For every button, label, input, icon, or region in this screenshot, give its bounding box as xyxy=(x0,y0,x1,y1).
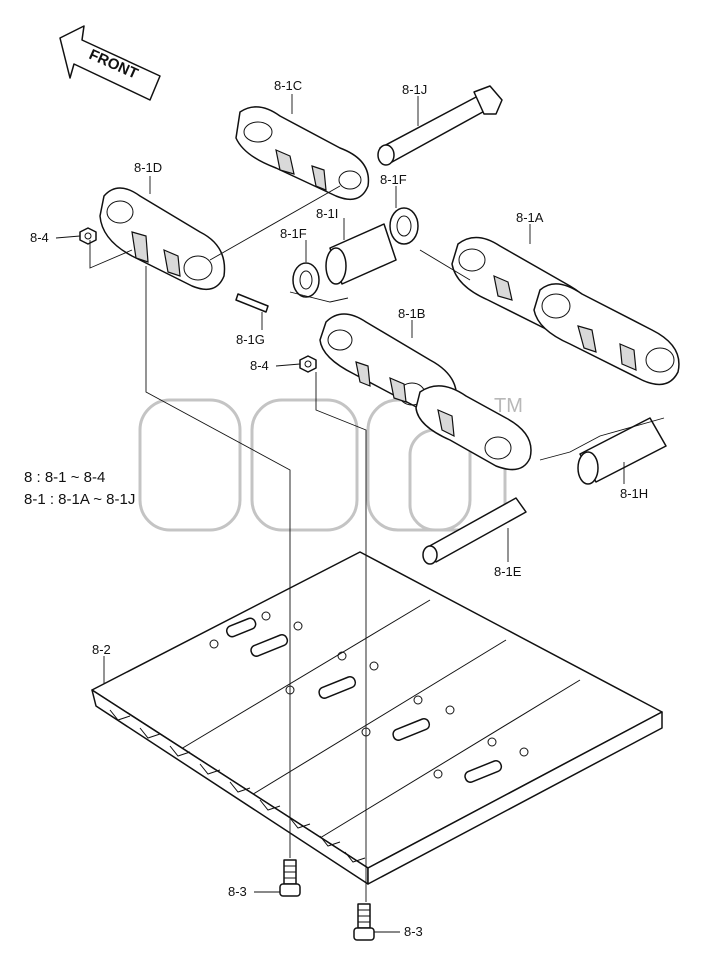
callout-8-1F-top: 8-1F xyxy=(380,172,407,187)
pin-8-1G xyxy=(235,293,269,313)
callout-8-1B: 8-1B xyxy=(398,306,425,321)
seal-8-1F-top xyxy=(389,207,419,245)
bolt-8-3-left xyxy=(279,859,301,897)
link-8-1A xyxy=(451,236,680,386)
callout-8-1G: 8-1G xyxy=(236,332,265,347)
grouser-teeth xyxy=(109,709,366,863)
bolt-8-3-right xyxy=(353,903,375,941)
link-8-1B xyxy=(319,313,532,471)
callout-8-4-top: 8-4 xyxy=(30,230,49,245)
pin-8-1E xyxy=(422,497,527,565)
callout-8-1I: 8-1I xyxy=(316,206,338,221)
callout-8-3-left: 8-3 xyxy=(228,884,247,899)
bushing-8-1H xyxy=(577,417,667,485)
callout-8-3-right: 8-3 xyxy=(404,924,423,939)
watermark-tm: TM xyxy=(494,395,523,417)
legend-line-1: 8 : 8-1 ~ 8-4 xyxy=(24,469,105,486)
callout-8-2: 8-2 xyxy=(92,642,111,657)
leader-lines xyxy=(55,94,665,933)
callout-8-1J: 8-1J xyxy=(402,82,427,97)
callout-8-1A: 8-1A xyxy=(516,210,544,225)
bushing-8-1I xyxy=(325,223,397,285)
callout-8-1H: 8-1H xyxy=(620,486,648,501)
track-shoe-8-2 xyxy=(91,551,663,885)
legend-line-2: 8-1 : 8-1A ~ 8-1J xyxy=(24,491,135,508)
nut-8-4-mid xyxy=(299,355,317,373)
nut-8-4-top xyxy=(79,227,97,245)
link-8-1D xyxy=(99,187,226,291)
callouts: 8-1C 8-1J 8-1D 8-1F 8-1I 8-1F 8-1A 8-4 8… xyxy=(30,78,648,939)
front-arrow: FRONT xyxy=(59,25,161,101)
callout-8-1D: 8-1D xyxy=(134,160,162,175)
link-8-1C xyxy=(235,106,370,201)
callout-8-1C: 8-1C xyxy=(274,78,302,93)
callout-8-4-mid: 8-4 xyxy=(250,358,269,373)
pin-8-1J xyxy=(377,85,503,166)
legend: 8 : 8-1 ~ 8-4 8-1 : 8-1A ~ 8-1J xyxy=(24,469,135,508)
bolt-slots xyxy=(209,611,529,783)
callout-8-1F-left: 8-1F xyxy=(280,226,307,241)
seal-8-1F-left xyxy=(292,262,320,298)
callout-8-1E: 8-1E xyxy=(494,564,522,579)
